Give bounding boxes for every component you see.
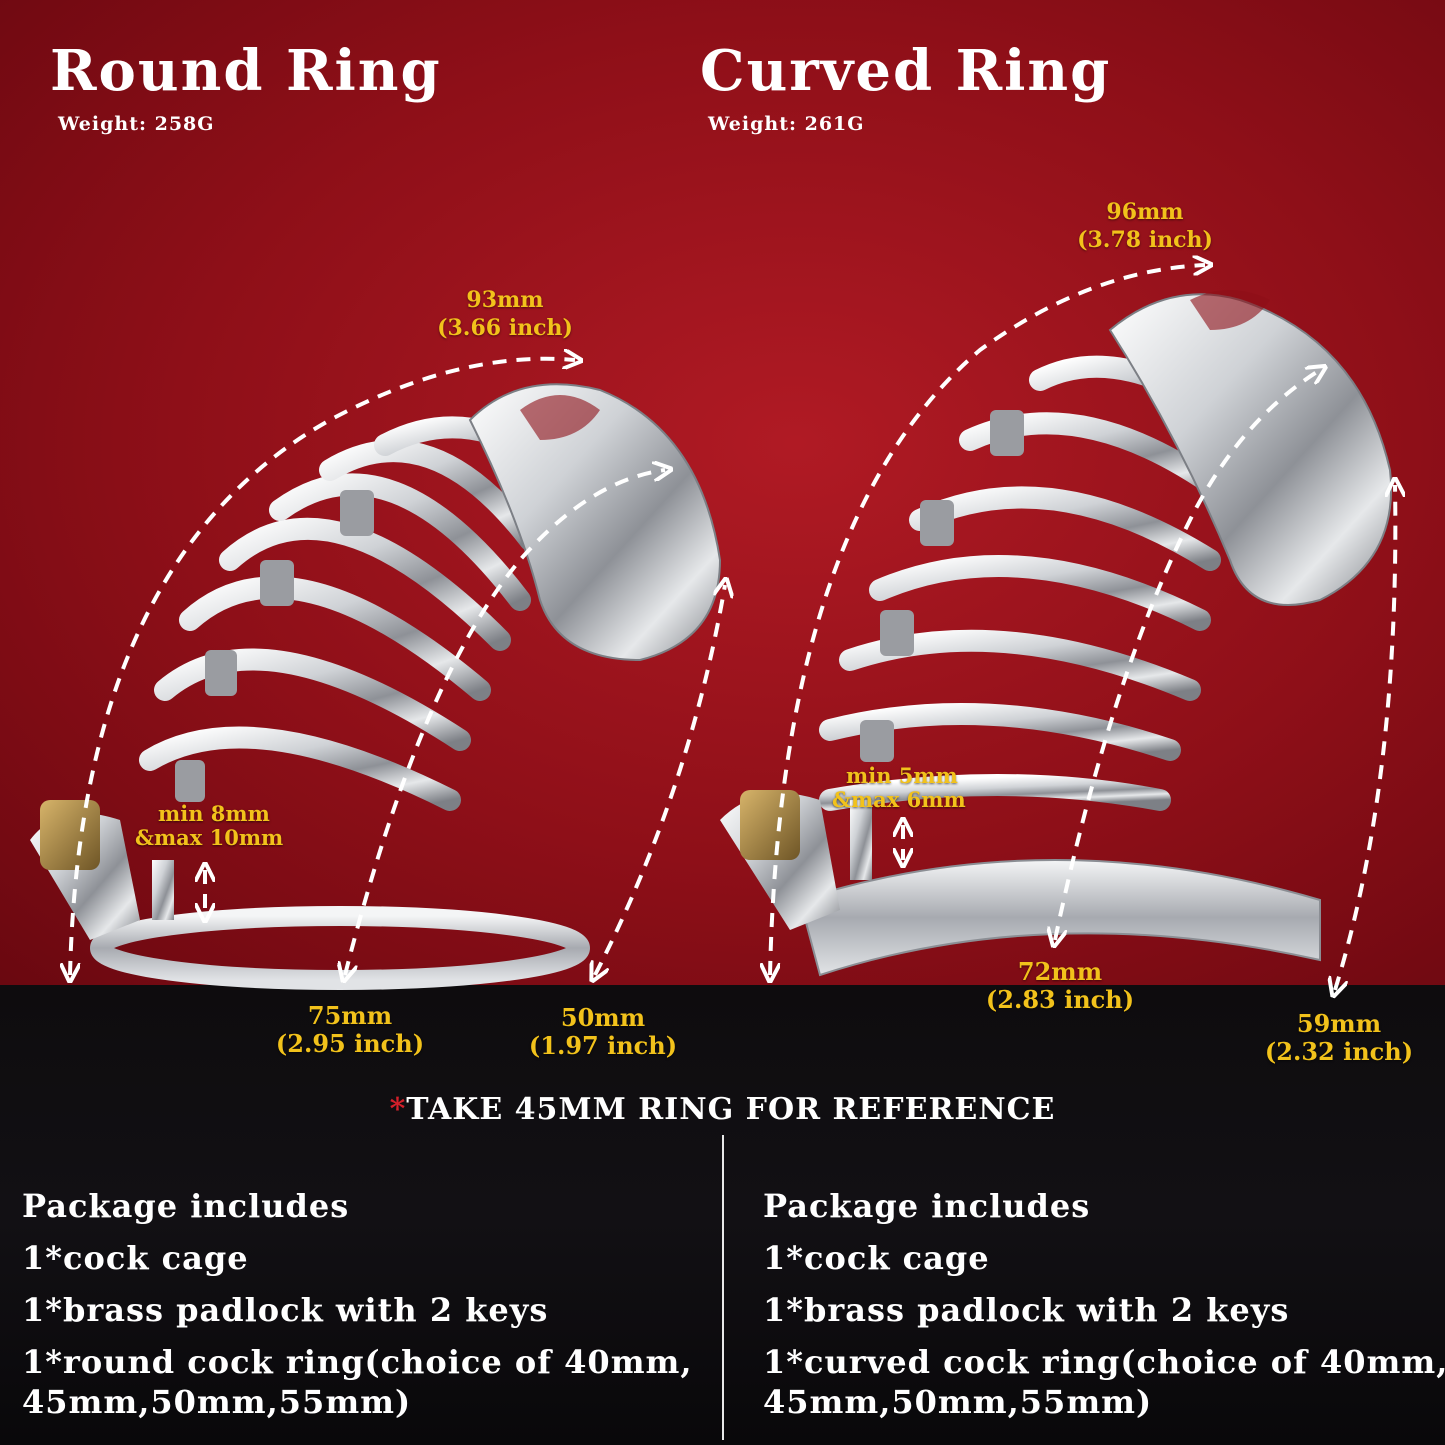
curved-length-label: 96mm (3.78 inch): [1060, 198, 1230, 254]
round-depth-mm: 50mm: [560, 1003, 646, 1032]
ring-sizes: 45mm,50mm,55mm): [763, 1383, 1153, 1421]
round-ring-weight: Weight: 258G: [58, 113, 215, 135]
curved-length-inch: (3.78 inch): [1077, 227, 1213, 253]
round-height-mm: 75mm: [307, 1001, 393, 1030]
package-heading: Package includes: [22, 1187, 350, 1225]
package-heading: Package includes: [763, 1187, 1091, 1225]
column-divider: [722, 1135, 724, 1440]
round-gap-max: &max 10mm: [135, 825, 284, 850]
curved-ring-title: Curved Ring: [700, 38, 1112, 104]
package-item: 1*brass padlock with 2 keys: [22, 1291, 549, 1329]
package-item: 1*cock cage: [763, 1239, 990, 1277]
round-ring-title: Round Ring: [50, 38, 442, 104]
curved-depth-label: 59mm (2.32 inch): [1254, 1010, 1424, 1066]
ring-line: 1*round cock ring(choice of 40mm,: [22, 1343, 693, 1381]
package-item-ring: 1*curved cock ring(choice of 40mm, 45mm,…: [763, 1342, 1445, 1422]
curved-length-mm: 96mm: [1106, 199, 1184, 225]
curved-gap-max: &max 6mm: [832, 787, 966, 812]
reference-note: *TAKE 45MM RING FOR REFERENCE: [0, 1092, 1445, 1127]
round-ring-cage: [30, 383, 722, 990]
round-length-inch: (3.66 inch): [437, 315, 573, 341]
curved-height-inch: (2.83 inch): [985, 985, 1135, 1014]
package-list-curved: Package includes 1*cock cage 1*brass pad…: [763, 1180, 1445, 1422]
round-length-mm: 93mm: [466, 287, 544, 313]
curved-height-label: 72mm (2.83 inch): [975, 958, 1145, 1014]
round-gap-label: min 8mm &max 10mm: [135, 802, 283, 850]
round-length-label: 93mm (3.66 inch): [420, 286, 590, 342]
curved-depth-mm: 59mm: [1296, 1009, 1382, 1038]
ring-sizes: 45mm,50mm,55mm): [22, 1383, 412, 1421]
round-depth-label: 50mm (1.97 inch): [518, 1004, 688, 1060]
round-depth-inch: (1.97 inch): [528, 1031, 678, 1060]
dimension-arrows: [70, 265, 1395, 990]
round-gap-min: min 8mm: [158, 801, 270, 826]
round-height-inch: (2.95 inch): [275, 1029, 425, 1058]
product-illustration: [30, 0, 1445, 1000]
curved-gap-min: min 5mm: [846, 763, 958, 788]
reference-text: TAKE 45MM RING FOR REFERENCE: [406, 1092, 1056, 1127]
curved-gap-label: min 5mm &max 6mm: [832, 764, 966, 812]
round-height-label: 75mm (2.95 inch): [265, 1002, 435, 1058]
reference-star: *: [389, 1092, 407, 1127]
curved-depth-inch: (2.32 inch): [1264, 1037, 1414, 1066]
package-list-round: Package includes 1*cock cage 1*brass pad…: [22, 1180, 693, 1422]
ring-line: 1*curved cock ring(choice of 40mm,: [763, 1343, 1445, 1381]
package-item: 1*cock cage: [22, 1239, 249, 1277]
package-item: 1*brass padlock with 2 keys: [763, 1291, 1290, 1329]
curved-height-mm: 72mm: [1017, 957, 1103, 986]
package-item-ring: 1*round cock ring(choice of 40mm, 45mm,5…: [22, 1342, 693, 1422]
curved-ring-weight: Weight: 261G: [708, 113, 865, 135]
